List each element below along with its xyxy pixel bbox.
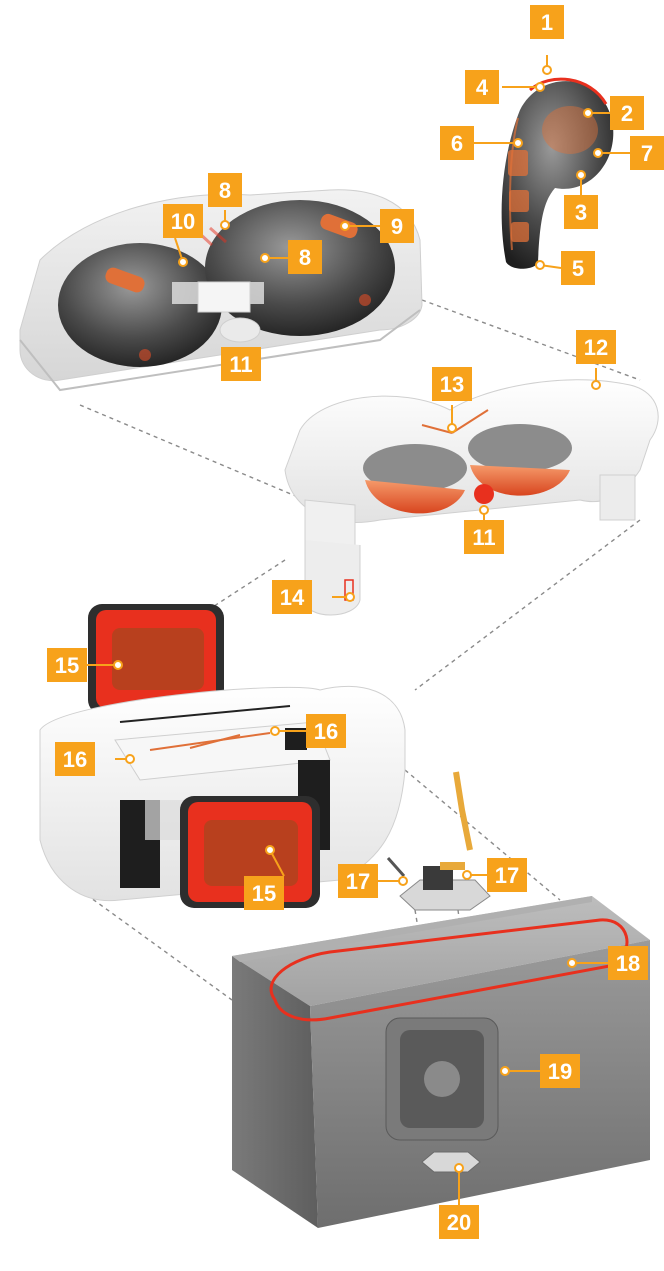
outer-case-housing bbox=[232, 896, 650, 1228]
callout-15-lower: 15 bbox=[244, 876, 284, 910]
svg-text:13: 13 bbox=[440, 372, 464, 397]
svg-text:15: 15 bbox=[55, 653, 79, 678]
callout-20: 20 bbox=[439, 1205, 479, 1239]
svg-text:16: 16 bbox=[63, 747, 87, 772]
callout-12: 12 bbox=[576, 330, 616, 364]
callout-2: 2 bbox=[610, 96, 644, 130]
callout-11-tray: 11 bbox=[464, 520, 504, 554]
lightning-connector bbox=[388, 772, 490, 910]
callout-8-upper: 8 bbox=[208, 173, 242, 207]
callout-7: 7 bbox=[630, 136, 664, 170]
svg-text:4: 4 bbox=[476, 75, 489, 100]
callout-5: 5 bbox=[561, 251, 595, 285]
svg-text:10: 10 bbox=[171, 209, 195, 234]
callout-15-upper: 15 bbox=[47, 648, 87, 682]
svg-text:16: 16 bbox=[314, 719, 338, 744]
callout-10: 10 bbox=[163, 204, 203, 238]
callout-9: 9 bbox=[380, 209, 414, 243]
callout-11-lid: 11 bbox=[221, 347, 261, 381]
svg-text:11: 11 bbox=[472, 525, 495, 550]
svg-text:3: 3 bbox=[575, 200, 587, 225]
case-tray bbox=[285, 380, 658, 615]
svg-text:6: 6 bbox=[451, 131, 463, 156]
callout-3: 3 bbox=[564, 195, 598, 229]
callout-14: 14 bbox=[272, 580, 312, 614]
callout-1: 1 bbox=[530, 5, 564, 39]
svg-text:8: 8 bbox=[299, 245, 311, 270]
callout-13: 13 bbox=[432, 367, 472, 401]
svg-text:15: 15 bbox=[252, 881, 276, 906]
callout-19: 19 bbox=[540, 1054, 580, 1088]
callout-8-lower: 8 bbox=[288, 240, 322, 274]
airpod-earbud bbox=[502, 79, 614, 269]
svg-text:9: 9 bbox=[391, 214, 403, 239]
callout-17-left: 17 bbox=[338, 864, 378, 898]
svg-text:18: 18 bbox=[616, 951, 640, 976]
svg-text:8: 8 bbox=[219, 178, 231, 203]
svg-text:17: 17 bbox=[346, 869, 370, 894]
svg-text:20: 20 bbox=[447, 1210, 471, 1235]
svg-text:14: 14 bbox=[280, 585, 305, 610]
callout-16-left: 16 bbox=[55, 742, 95, 776]
svg-text:12: 12 bbox=[584, 335, 608, 360]
svg-text:19: 19 bbox=[548, 1059, 572, 1084]
callout-18: 18 bbox=[608, 946, 648, 980]
callout-16-right: 16 bbox=[306, 714, 346, 748]
callout-6: 6 bbox=[440, 126, 474, 160]
callout-4: 4 bbox=[465, 70, 499, 104]
svg-text:7: 7 bbox=[641, 141, 653, 166]
svg-text:2: 2 bbox=[621, 101, 633, 126]
svg-text:17: 17 bbox=[495, 863, 519, 888]
svg-text:11: 11 bbox=[229, 352, 252, 377]
svg-text:5: 5 bbox=[572, 256, 584, 281]
callout-17-right: 17 bbox=[487, 858, 527, 892]
svg-text:1: 1 bbox=[541, 10, 553, 35]
